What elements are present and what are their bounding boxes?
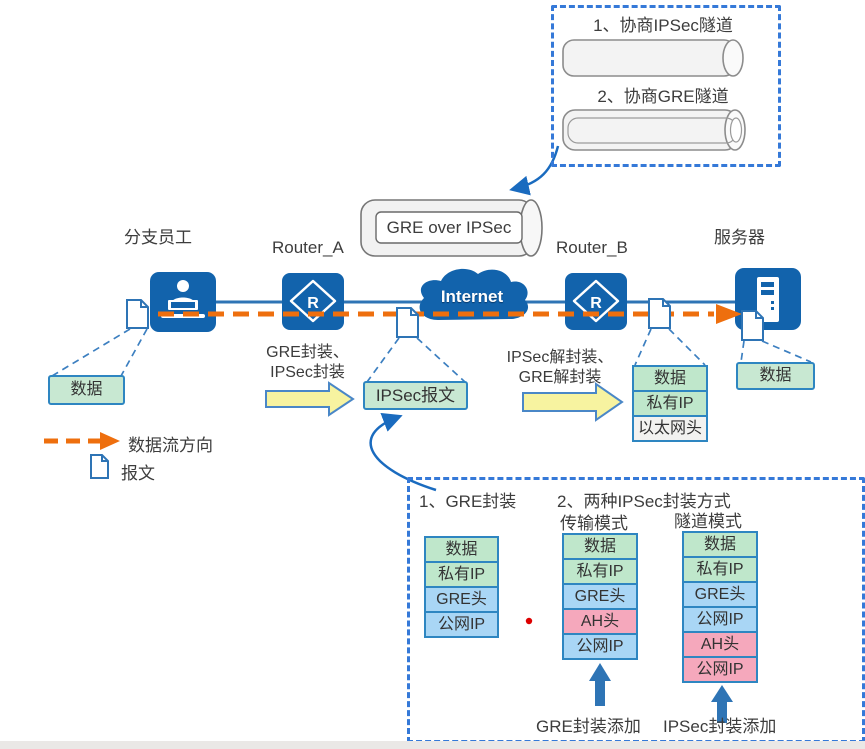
packet-row: GRE头 bbox=[424, 586, 499, 613]
bottom-title-ipsec: 2、两种IPSec封装方式 bbox=[557, 492, 731, 511]
router-b-label: Router_B bbox=[556, 238, 628, 257]
router-b-icon: R bbox=[565, 273, 627, 330]
legend-flow-arrow bbox=[44, 432, 120, 450]
packet-row: 公网IP bbox=[424, 611, 499, 638]
packet-row: AH头 bbox=[562, 608, 638, 635]
packet-row: 数据 bbox=[562, 533, 638, 560]
router-a-letter: R bbox=[307, 295, 319, 312]
packet-row: 数据 bbox=[682, 531, 758, 558]
ipsec-tunnel-cylinder bbox=[562, 39, 744, 77]
data-flow-arrow bbox=[133, 304, 742, 324]
negotiation-steps-box bbox=[551, 5, 781, 167]
router-a-label: Router_A bbox=[272, 238, 344, 257]
encap-line2: IPSec封装 bbox=[270, 364, 345, 381]
legend-packet-label: 报文 bbox=[121, 464, 155, 483]
data-box-right: 数据 bbox=[736, 362, 815, 390]
tunnel-label: GRE over IPSec bbox=[386, 218, 512, 237]
encap-line1: GRE封装、 bbox=[266, 344, 349, 361]
gre-added-arrow bbox=[589, 663, 611, 706]
packet-row: 数据 bbox=[632, 365, 708, 392]
packet-doc-icon-router-b bbox=[648, 298, 671, 329]
note-ipsec-added: IPSec封装添加 bbox=[663, 717, 777, 736]
decapsulation-arrow bbox=[522, 382, 624, 422]
legend-doc-icon bbox=[90, 454, 109, 479]
packet-row: 公网IP bbox=[562, 633, 638, 660]
packet-row: 以太网头 bbox=[632, 415, 708, 442]
internet-label: Internet bbox=[440, 287, 504, 306]
data-box-left: 数据 bbox=[48, 375, 125, 405]
employee-icon bbox=[150, 272, 216, 332]
internet-cloud-icon bbox=[419, 268, 529, 320]
packet-row: 数据 bbox=[424, 536, 499, 563]
packet-doc-icon-server bbox=[741, 310, 764, 341]
legend-flow-label: 数据流方向 bbox=[128, 436, 213, 455]
employee-label: 分支员工 bbox=[124, 228, 192, 247]
projection-lines bbox=[51, 328, 812, 383]
gre-over-ipsec-tunnel bbox=[360, 199, 543, 257]
gre-tunnel-cylinder bbox=[562, 109, 746, 151]
encapsulation-arrow bbox=[265, 381, 355, 417]
red-dot bbox=[525, 617, 533, 625]
mode-transport-label: 传输模式 bbox=[560, 514, 628, 533]
packet-row: 私有IP bbox=[424, 561, 499, 588]
bottom-title-gre: 1、GRE封装 bbox=[419, 492, 517, 511]
packet-doc-icon-internet bbox=[396, 307, 419, 338]
packet-row: 公网IP bbox=[682, 656, 758, 683]
server-label: 服务器 bbox=[714, 228, 765, 247]
packet-row: 私有IP bbox=[562, 558, 638, 585]
step2-label: 2、协商GRE隧道 bbox=[597, 87, 729, 106]
router-b-letter: R bbox=[590, 295, 602, 312]
step1-label: 1、协商IPSec隧道 bbox=[593, 16, 733, 35]
packet-row: AH头 bbox=[682, 631, 758, 658]
packet-row: 私有IP bbox=[632, 390, 708, 417]
packet-row: GRE头 bbox=[682, 581, 758, 608]
mode-tunnel-label: 隧道模式 bbox=[674, 512, 742, 531]
packet-row: 私有IP bbox=[682, 556, 758, 583]
gre-encap-to-packet-arrow bbox=[369, 412, 437, 492]
packet-row: 公网IP bbox=[682, 606, 758, 633]
encap-annotation: GRE封装、 IPSec封装 bbox=[250, 343, 365, 383]
bottom-gray-strip bbox=[0, 741, 865, 749]
packet-row: GRE头 bbox=[562, 583, 638, 610]
ipsec-added-arrow bbox=[711, 685, 733, 723]
note-gre-added: GRE封装添加 bbox=[536, 717, 641, 736]
decap-annotation: IPSec解封装、 GRE解封装 bbox=[496, 348, 624, 388]
packet-doc-icon-employee bbox=[126, 299, 149, 329]
ipsec-packet-box: IPSec报文 bbox=[363, 381, 468, 410]
negotiation-to-tunnel-arrow bbox=[509, 145, 560, 196]
router-a-icon: R bbox=[282, 273, 344, 330]
decap-line1: IPSec解封装、 bbox=[506, 349, 614, 366]
decap-line2: GRE解封装 bbox=[518, 369, 602, 386]
